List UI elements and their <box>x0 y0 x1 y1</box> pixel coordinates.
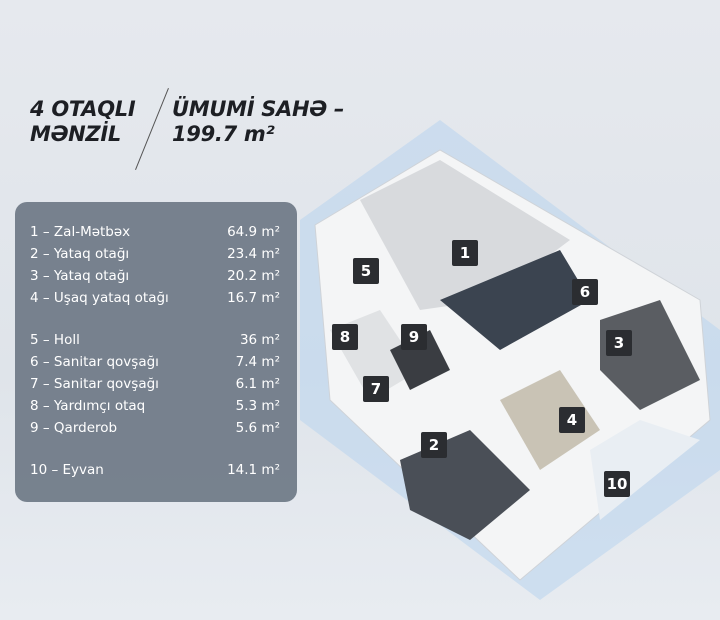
room-row: 2 – Yataq otağı 23.4 m² <box>30 246 280 262</box>
room-label: 6 – Sanitar qovşağı <box>30 354 159 370</box>
room-bedroom-3 <box>600 300 700 410</box>
room-area: 6.1 m² <box>235 376 280 392</box>
room-number-badge: 10 <box>604 471 630 497</box>
room-label: 7 – Sanitar qovşağı <box>30 376 159 392</box>
room-number-badge: 9 <box>401 324 427 350</box>
room-number-badge: 8 <box>332 324 358 350</box>
title-line: 199.7 m² <box>172 122 275 146</box>
total-area-title: ÜMUMİ SAHƏ – 199.7 m² <box>172 97 344 147</box>
room-number-badge: 6 <box>572 279 598 305</box>
title-line: 4 OTAQLI <box>30 97 136 121</box>
room-row: 5 – Holl 36 m² <box>30 332 280 348</box>
room-area-legend: 1 – Zal-Mətbəx 64.9 m² 2 – Yataq otağı 23.4… <box>15 202 297 502</box>
room-area: 5.6 m² <box>235 420 280 436</box>
room-area: 7.4 m² <box>235 354 280 370</box>
title-line: ÜMUMİ SAHƏ – <box>172 97 345 121</box>
room-number-badge: 2 <box>421 432 447 458</box>
room-row: 10 – Eyvan 14.1 m² <box>30 462 280 478</box>
room-row: 7 – Sanitar qovşağı 6.1 m² <box>30 376 280 392</box>
room-label: 1 – Zal-Mətbəx <box>30 224 131 240</box>
room-area: 64.9 m² <box>227 224 280 240</box>
room-number-badge: 5 <box>353 258 379 284</box>
room-row: 8 – Yardımçı otaq 5.3 m² <box>30 398 280 414</box>
room-row: 1 – Zal-Mətbəx 64.9 m² <box>30 224 280 240</box>
room-label: 10 – Eyvan <box>30 462 104 478</box>
room-area: 14.1 m² <box>227 462 280 478</box>
apartment-type-title: 4 OTAQLI MƏNZİL <box>30 97 136 147</box>
room-label: 3 – Yataq otağı <box>30 268 130 284</box>
room-row: 9 – Qarderob 5.6 m² <box>30 420 280 436</box>
room-kids <box>500 370 600 470</box>
room-label: 9 – Qarderob <box>30 420 118 436</box>
room-number-badge: 1 <box>452 240 478 266</box>
room-area: 23.4 m² <box>227 246 280 262</box>
room-row: 6 – Sanitar qovşağı 7.4 m² <box>30 354 280 370</box>
room-number-badge: 4 <box>559 407 585 433</box>
room-number-badge: 3 <box>606 330 632 356</box>
room-living-sofa <box>440 250 590 350</box>
room-label: 5 – Holl <box>30 332 80 348</box>
room-label: 2 – Yataq otağı <box>30 246 130 262</box>
room-number-badge: 7 <box>363 376 389 402</box>
room-label: 4 – Uşaq yataq otağı <box>30 290 169 306</box>
title-line: MƏNZİL <box>30 122 121 146</box>
room-area: 20.2 m² <box>227 268 280 284</box>
room-area: 5.3 m² <box>235 398 280 414</box>
room-area: 36 m² <box>239 332 280 348</box>
room-label: 8 – Yardımçı otaq <box>30 398 146 414</box>
room-row: 4 – Uşaq yataq otağı 16.7 m² <box>30 290 280 306</box>
room-area: 16.7 m² <box>227 290 280 306</box>
room-row: 3 – Yataq otağı 20.2 m² <box>30 268 280 284</box>
